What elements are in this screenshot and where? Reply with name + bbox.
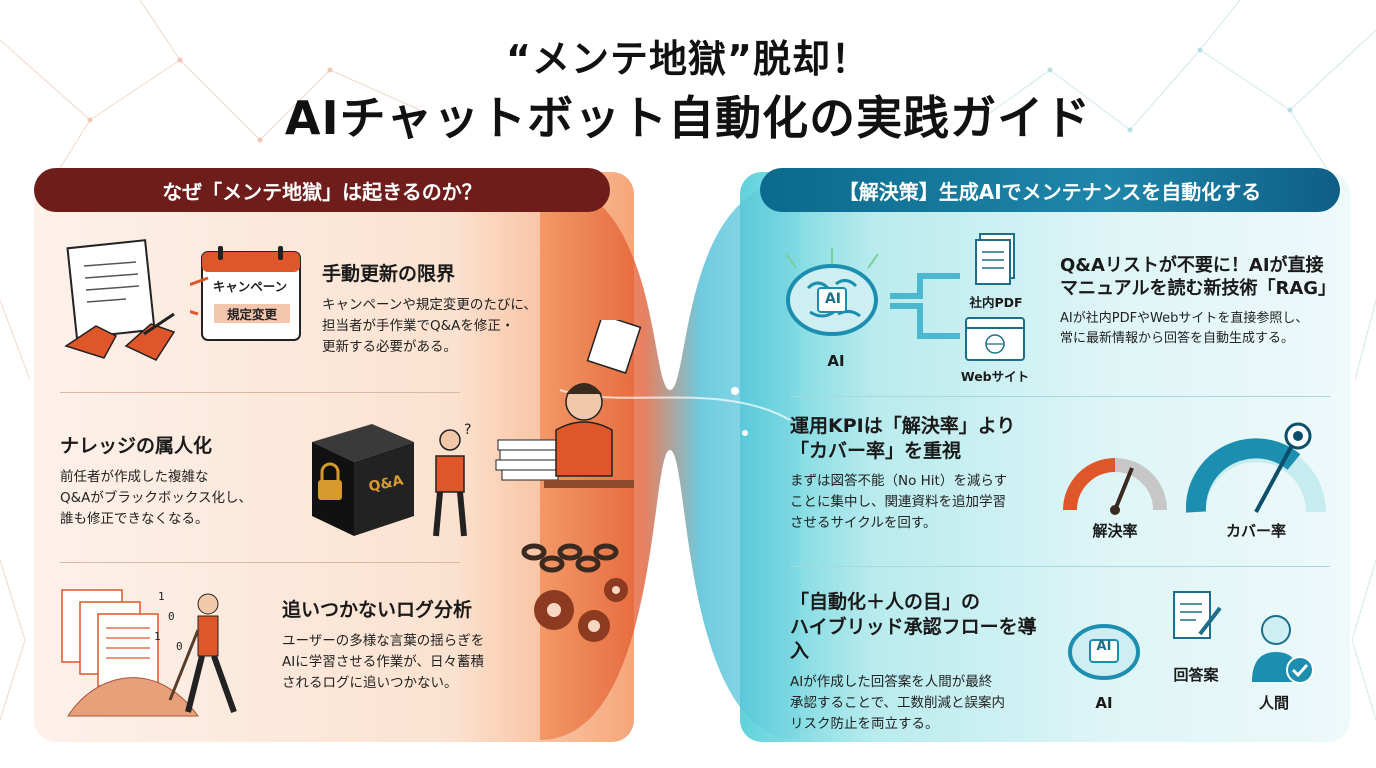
pdf-icon xyxy=(975,233,1015,285)
right-divider-1 xyxy=(790,396,1330,397)
gauge-coverage-label: カバー率 xyxy=(1225,522,1286,540)
document-icon xyxy=(64,239,176,361)
connector-lines xyxy=(890,273,960,339)
left-section-knowledge-silo: ナレッジの属人化 前任者が作成した複雑な Q&Aがブラックボックス化し、 誰も修… xyxy=(60,434,290,529)
section-title: 「自動化＋人の目」の ハイブリッド承認フローを導入 xyxy=(790,591,1037,663)
brain-icon xyxy=(1068,624,1140,680)
human-label: 人間 xyxy=(1258,694,1289,712)
worker-icon: ? xyxy=(433,422,471,537)
svg-text:0: 0 xyxy=(168,610,175,623)
overwhelmed-person-illustration xyxy=(495,320,642,642)
section-title: 運用KPIは「解決率」より 「カバー率」を重視 xyxy=(790,415,1016,462)
right-divider-2 xyxy=(790,566,1330,567)
left-header: なぜ「メンテ地獄」は起きるのか？ xyxy=(34,168,610,212)
page-title-line1: “メンテ地獄”脱却！ xyxy=(506,37,870,81)
right-section-kpi: 運用KPIは「解決率」より 「カバー率」を重視 まずは図答不能（No Hit）を… xyxy=(790,414,1052,534)
section-body: ユーザーの多様な言葉の揺らぎを AIに学習させる作業が、日々蓄積 されるログに追… xyxy=(282,632,485,691)
chain-icon xyxy=(521,543,619,573)
right-section-hybrid: 「自動化＋人の目」の ハイブリッド承認フローを導入 AIが作成した回答案を人間が… xyxy=(790,590,1052,735)
target-icon xyxy=(1186,422,1326,513)
web-icon xyxy=(965,317,1025,361)
ai-label: AI xyxy=(827,352,845,370)
section-body: まずは図答不能（No Hit）を減らす ことに集中し、関連資料を追加学習 させる… xyxy=(790,473,1008,532)
section-title: ナレッジの属人化 xyxy=(60,435,213,457)
section-body: AIが社内PDFやWebサイトを直接参照し、 常に最新情報から回答を自動生成する… xyxy=(1060,310,1309,346)
brain-ai-text: AI xyxy=(1096,639,1112,654)
calendar-rule-label: 規定変更 xyxy=(214,304,290,323)
gauge-resolution-label: 解決率 xyxy=(1092,522,1138,540)
lock-icon xyxy=(318,462,342,500)
section-body: キャンペーンや規定変更のたびに、 担当者が手作業でQ&Aを修正・ 更新する必要が… xyxy=(322,296,537,355)
calendar-campaign-label: キャンペーン xyxy=(212,279,288,294)
left-section-log-analysis: 追いつかないログ分析 ユーザーの多様な言葉の揺らぎを AIに学習させる作業が、日… xyxy=(282,598,582,693)
section-title: 手動更新の限界 xyxy=(322,263,456,285)
calendar-icon xyxy=(190,246,301,341)
gauge-icon xyxy=(1063,458,1167,515)
section-title: 追いつかないログ分析 xyxy=(282,599,473,621)
section-body: AIが作成した回答案を人間が最終 承認することで、工数削減と誤案内 リスク防止を… xyxy=(790,674,1006,732)
brain-ai-text: AI xyxy=(824,291,842,307)
pdf-label: 社内PDF xyxy=(969,295,1023,310)
person-check-icon xyxy=(1252,615,1314,684)
draft-label: 回答案 xyxy=(1173,666,1219,684)
left-divider-1 xyxy=(60,392,460,393)
svg-text:1: 1 xyxy=(154,630,161,643)
page-title-line2: AIチャットボット自動化の実践ガイド xyxy=(284,91,1092,145)
svg-text:1: 1 xyxy=(158,590,165,603)
web-label: Webサイト xyxy=(960,369,1030,384)
svg-text:0: 0 xyxy=(176,640,183,653)
section-title: Q&Aリストが不要に！AIが直接 マニュアルを読む新技術「RAG」 xyxy=(1060,255,1337,300)
left-divider-2 xyxy=(60,562,460,563)
black-box-icon xyxy=(312,424,414,536)
section-body: 前任者が作成した複雑な Q&Aがブラックボックス化し、 誰も修正できなくなる。 xyxy=(60,468,252,527)
right-section-rag: Q&Aリストが不要に！AIが直接 マニュアルを読む新技術「RAG」 AIが社内P… xyxy=(1060,254,1350,349)
svg-text:?: ? xyxy=(464,422,471,438)
draft-icon xyxy=(1173,591,1222,639)
paper-icon xyxy=(586,320,642,374)
brain-icon xyxy=(785,248,879,336)
hybrid-ai-label: AI xyxy=(1095,694,1113,712)
left-section-manual-update: 手動更新の限界 キャンペーンや規定変更のたびに、 担当者が手作業でQ&Aを修正・… xyxy=(322,262,582,357)
right-header: 【解決策】生成AIでメンテナンスを自動化する xyxy=(760,168,1340,212)
